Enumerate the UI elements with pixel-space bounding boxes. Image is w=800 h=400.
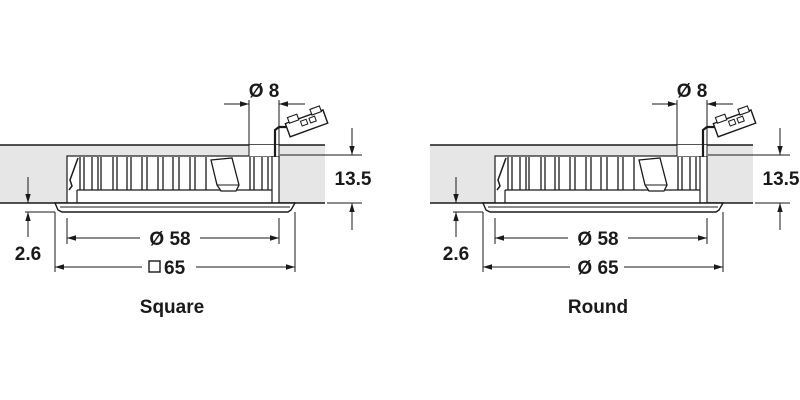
outer-size-label: Ø 65 — [577, 258, 619, 279]
inner-diameter-label: Ø 58 — [149, 229, 190, 250]
cable-diameter-label: Ø 8 — [249, 81, 280, 102]
round-fixture-drawing: Ø 8 13.5 2.6 Ø 58 Ø 65 Round — [400, 81, 800, 318]
square-fixture-drawing: Ø 8 13.5 2.6 Ø 58 65 Square — [0, 81, 372, 318]
height-label: 13.5 — [763, 169, 800, 190]
flange-thickness-label: 2.6 — [15, 244, 41, 265]
drawing-caption: Square — [140, 297, 204, 318]
inner-diameter-label: Ø 58 — [577, 229, 618, 250]
square-symbol-icon — [148, 260, 161, 273]
cable-diameter-label: Ø 8 — [677, 81, 708, 102]
height-label: 13.5 — [335, 169, 372, 190]
flange-thickness-label: 2.6 — [443, 244, 469, 265]
drawing-caption: Round — [568, 297, 628, 318]
outer-size-label: 65 — [164, 258, 186, 279]
